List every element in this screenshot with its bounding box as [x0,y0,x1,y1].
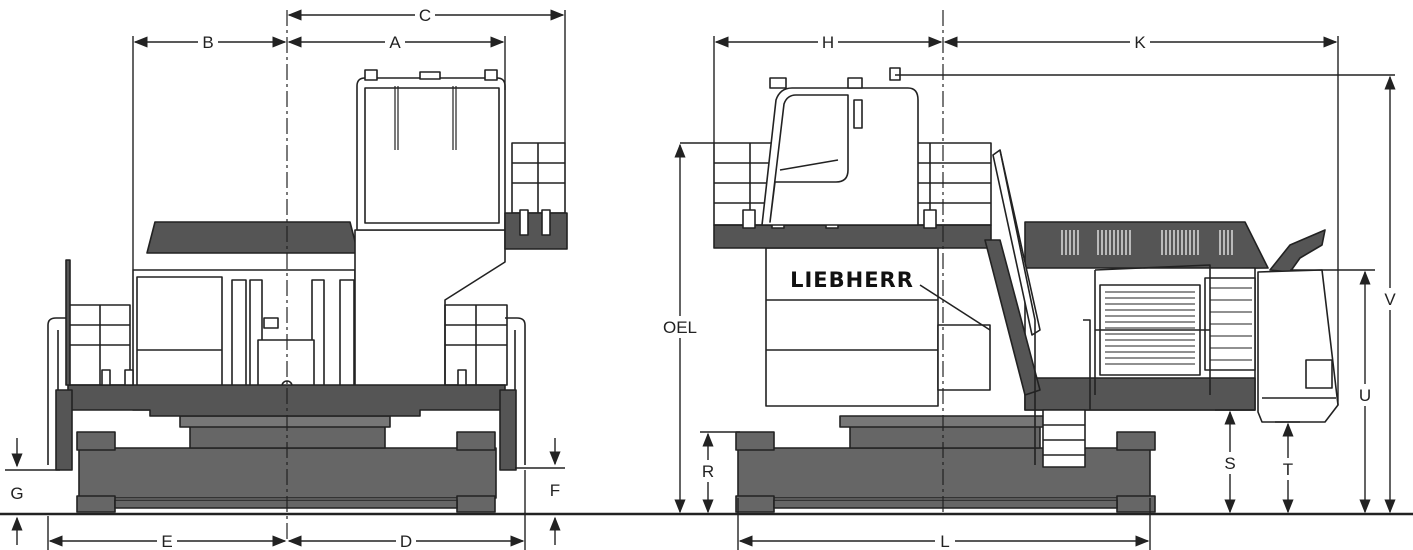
dim-label-b: B [202,33,213,52]
front-view-dim-labels: C B A E D G F [10,5,560,550]
dim-label-s: S [1224,454,1235,473]
front-base-strip [114,499,458,509]
front-engine-hood [146,221,359,254]
side-slewing-ring [849,424,1041,449]
dim-label-e: E [161,532,172,550]
side-tank [937,324,991,391]
side-hood-vents [1061,230,1233,255]
side-view-dim-labels: H K L OEL R S T U V [658,32,1400,550]
brand-name: LIEBHERR [790,268,914,292]
dim-label-r: R [702,462,714,481]
front-boom-mount-right [339,279,355,399]
side-superstructure [765,247,939,407]
dim-label-t: T [1283,460,1293,479]
side-cab-window [769,94,849,223]
side-lower-deck [1024,377,1256,411]
side-view [713,67,1339,513]
side-ladder-handrail [999,149,1036,465]
dim-label-f: F [550,481,560,500]
front-track-pad-right-bottom [456,495,496,513]
front-cab-window [364,87,500,224]
dim-label-l: L [940,532,949,550]
front-track-pad-right-top [456,431,496,451]
dim-label-h: H [822,33,834,52]
side-step-ladder [1042,409,1086,468]
dim-label-g: G [10,484,23,503]
front-cab-platform [504,212,568,250]
side-exhaust [1269,229,1326,273]
front-engine-box [136,276,223,405]
front-slewing-top [179,415,391,428]
dim-label-a: A [389,33,401,52]
dim-label-v: V [1384,290,1396,309]
side-engine-railing [1094,264,1211,395]
side-counterweight [1257,269,1339,423]
dim-label-d: D [400,532,412,550]
front-boom-mount-left [231,279,247,399]
front-track-pad-left-top [76,431,116,451]
front-track-pad-left-bottom [76,495,116,513]
dim-label-c: C [419,6,431,25]
side-carrier-frame [737,447,1151,499]
front-view [47,69,568,513]
dim-label-u: U [1359,386,1371,405]
front-cab-column [354,229,506,396]
dim-label-oel: OEL [663,318,697,337]
dim-label-k: K [1134,33,1146,52]
